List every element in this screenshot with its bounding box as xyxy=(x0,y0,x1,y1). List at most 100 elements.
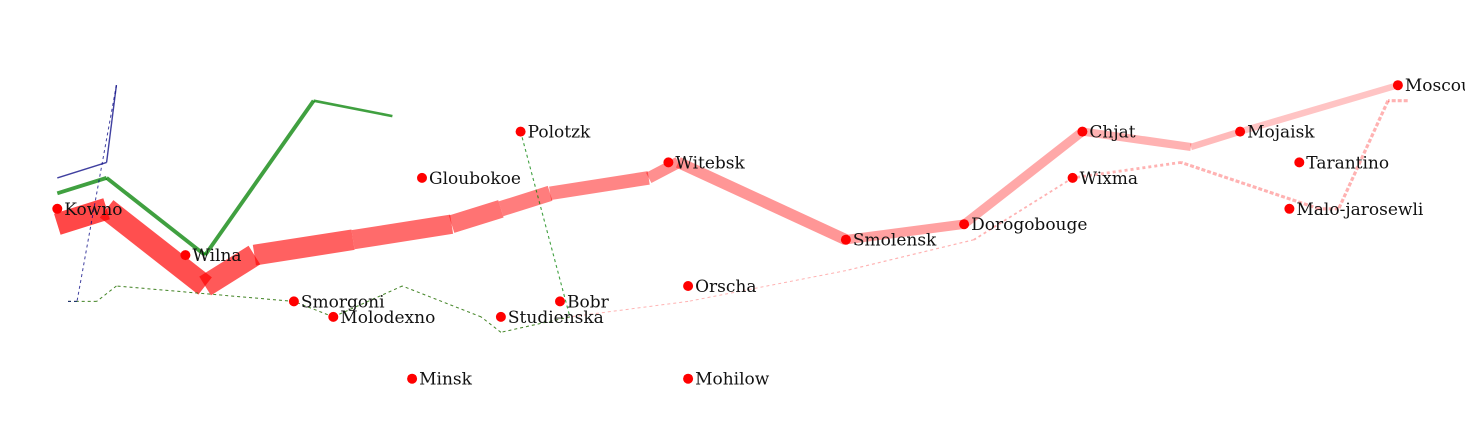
path-segment-g1-a-5 xyxy=(448,200,504,233)
city-label: Wixma xyxy=(1080,169,1138,189)
city-marker xyxy=(288,296,299,307)
city-witebsk: Witebsk xyxy=(663,153,746,173)
path-segment-g1-r-4 xyxy=(1072,161,1182,180)
path-segment-g2-a-2 xyxy=(203,99,316,257)
city-marker xyxy=(1077,126,1088,137)
city-label: Wilna xyxy=(192,246,241,266)
path-segment-g1-r-8 xyxy=(569,300,689,318)
city-label: Smorgoni xyxy=(301,292,385,312)
city-label: Mohilow xyxy=(695,370,770,390)
path-segment-g3-a-0 xyxy=(57,161,107,179)
path-segment-g2-r-3 xyxy=(402,285,482,318)
city-gloubokoe: Gloubokoe xyxy=(417,169,521,189)
path-segment-g1-a-14 xyxy=(1239,82,1399,135)
city-orscha: Orscha xyxy=(683,277,757,297)
city-marker xyxy=(407,373,418,384)
city-label: Polotzk xyxy=(528,123,591,143)
path-segment-g2-r-4 xyxy=(333,285,403,318)
path-segment-g2-r-6 xyxy=(116,285,294,302)
city-kowno: Kowno xyxy=(52,200,123,220)
city-wilna: Wilna xyxy=(180,246,242,266)
path-segment-g1-a-13 xyxy=(1189,128,1242,151)
city-marker xyxy=(52,203,63,214)
path-segment-g1-r-7 xyxy=(688,270,846,302)
path-segment-g1-a-12 xyxy=(1081,127,1192,152)
path-segment-g1-a-8 xyxy=(646,157,681,184)
city-marker xyxy=(1284,203,1295,214)
city-marker xyxy=(1235,126,1246,137)
path-segment-g2-r-7 xyxy=(96,285,117,302)
path-segment-g1-a-4 xyxy=(351,214,454,250)
city-marker xyxy=(515,126,526,137)
path-segment-g1-a-1 xyxy=(99,200,212,295)
path-segment-g1-a-10 xyxy=(845,219,965,245)
path-segment-g1-a-7 xyxy=(549,171,650,201)
city-marker xyxy=(1067,172,1078,183)
city-label: Molodexno xyxy=(340,308,435,328)
path-segment-g2-a-0 xyxy=(56,176,108,196)
city-malo-jarosewli: Malo-jarosewli xyxy=(1284,200,1424,220)
city-label: Kowno xyxy=(64,200,122,220)
city-marker xyxy=(683,281,694,291)
city-studienska: Studienska xyxy=(495,308,604,328)
city-label: Malo-jarosewli xyxy=(1296,200,1423,220)
path-segment-g2-r-2 xyxy=(480,316,502,333)
city-marker xyxy=(555,296,565,307)
city-smolensk: Smolensk xyxy=(840,231,937,251)
city-marker xyxy=(417,172,427,183)
path-segment-g1-r-1 xyxy=(1337,100,1390,210)
city-marker xyxy=(959,219,970,230)
city-polotzk: Polotzk xyxy=(515,123,591,143)
city-marker xyxy=(1294,157,1305,168)
path-segment-g2-a-3 xyxy=(313,99,393,118)
city-marker xyxy=(495,311,506,322)
city-tarantino: Tarantino xyxy=(1294,153,1389,173)
city-label: Smolensk xyxy=(853,231,937,251)
city-minsk: Minsk xyxy=(407,370,473,390)
path-segment-g3-r-0 xyxy=(76,85,117,302)
city-bobr: Bobr xyxy=(555,292,610,312)
path-segment-g1-a-0 xyxy=(54,198,110,235)
city-dorogobouge: Dorogobouge xyxy=(959,215,1087,235)
city-label: Tarantino xyxy=(1306,153,1389,173)
city-marker xyxy=(328,311,339,322)
path-segment-g1-r-6 xyxy=(845,239,975,272)
path-segment-g1-a-3 xyxy=(252,229,355,266)
city-label: Moscou xyxy=(1405,76,1465,96)
city-marker xyxy=(180,250,191,261)
city-label: Mojaisk xyxy=(1247,123,1315,143)
city-label: Orscha xyxy=(695,277,756,297)
path-segment-g1-a-9 xyxy=(675,157,849,245)
city-label: Chjat xyxy=(1089,123,1135,143)
paths-layer xyxy=(54,82,1408,333)
city-wixma: Wixma xyxy=(1067,169,1138,189)
city-marker xyxy=(663,157,674,168)
city-marker xyxy=(1392,80,1403,91)
path-segment-g2-r-5 xyxy=(293,300,334,318)
city-smorgoni: Smorgoni xyxy=(288,292,385,312)
path-segment-g1-a-2 xyxy=(199,245,261,296)
path-segment-g3-a-1 xyxy=(105,85,118,163)
path-segment-g1-a-6 xyxy=(498,185,553,217)
path-segment-g1-a-11 xyxy=(961,128,1086,228)
city-marker xyxy=(683,373,694,384)
path-segment-g1-r-5 xyxy=(973,177,1074,241)
city-label: Witebsk xyxy=(675,153,745,173)
city-mojaisk: Mojaisk xyxy=(1235,123,1315,143)
city-label: Minsk xyxy=(419,370,473,390)
path-segment-g2-r-0 xyxy=(520,131,571,318)
city-moscou: Moscou xyxy=(1392,76,1465,96)
city-label: Gloubokoe xyxy=(429,169,521,189)
city-marker xyxy=(840,234,851,245)
path-segment-g2-a-1 xyxy=(105,176,207,257)
city-mohilow: Mohilow xyxy=(683,370,770,390)
city-label: Studienska xyxy=(508,308,604,328)
path-segment-g1-r-3 xyxy=(1180,160,1320,211)
city-label: Dorogobouge xyxy=(971,215,1087,235)
city-molodexno: Molodexno xyxy=(328,308,435,328)
city-chjat: Chjat xyxy=(1077,123,1136,143)
city-label: Bobr xyxy=(567,292,610,312)
